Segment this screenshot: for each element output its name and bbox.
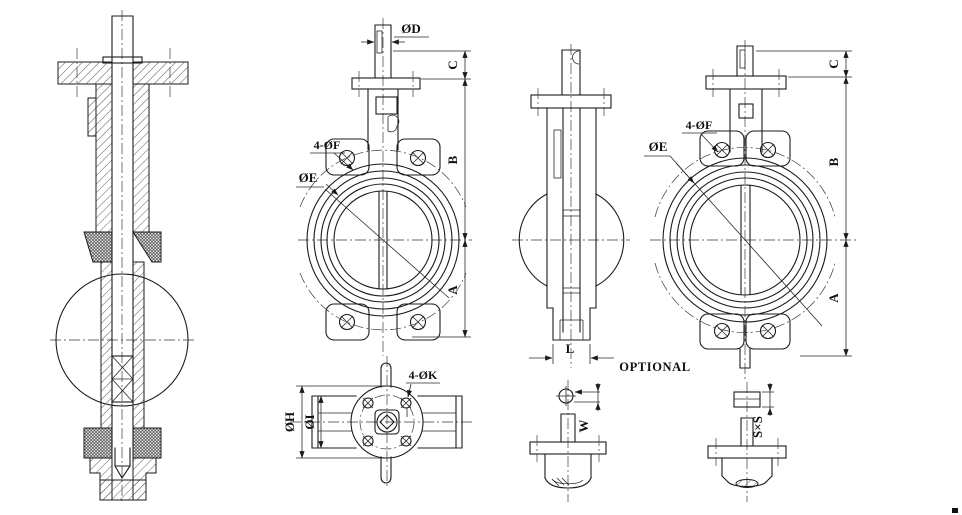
body-circles <box>306 163 460 317</box>
bolt-callout-k: 4-ØK <box>406 368 440 417</box>
bolt-callout: 4-ØF <box>310 138 354 171</box>
dimension-w: W <box>574 383 601 433</box>
page-corner-dot <box>952 508 958 513</box>
bolt-lugs <box>654 130 836 350</box>
front-view-small: ØD <box>296 18 472 356</box>
dimension-d: ØD <box>361 21 429 46</box>
stem-detail-ss: S×S <box>707 382 787 502</box>
dimension-i: ØI <box>302 395 324 449</box>
dimension-h: ØH <box>282 385 387 459</box>
top-flange <box>705 69 787 97</box>
hub <box>721 457 773 488</box>
label-dim-a: A <box>445 285 460 295</box>
stem-bearing <box>111 355 134 403</box>
flange <box>707 438 787 466</box>
label-dim-c: C <box>826 59 841 68</box>
label-optional: OPTIONAL <box>619 360 690 374</box>
top-flange <box>57 48 189 98</box>
label-dia-i: ØI <box>302 414 317 429</box>
front-view-large: ØE 4-ØF C B A OPTIONAL <box>619 40 856 380</box>
bolt-lugs <box>299 138 467 341</box>
label-dim-a: A <box>826 293 841 303</box>
top-flange <box>351 71 421 97</box>
stem-ends <box>380 362 392 484</box>
dia-e-callout: ØE <box>644 139 823 327</box>
hub <box>544 453 592 489</box>
bottom-boss <box>546 307 597 341</box>
neck <box>367 88 400 151</box>
body <box>518 107 625 333</box>
label-dim-c: C <box>445 60 460 69</box>
label-dia-h: ØH <box>282 412 297 432</box>
label-four-dia-f: 4-ØF <box>314 138 341 152</box>
lower-packing <box>83 427 162 459</box>
label-four-dia-f: 4-ØF <box>686 118 713 132</box>
stem <box>740 417 754 447</box>
lower-neck <box>100 261 145 429</box>
label-dim-b: B <box>445 155 460 164</box>
dimension-chain: C B A <box>393 50 471 338</box>
neck <box>729 88 763 153</box>
label-dim-l: L <box>566 341 575 356</box>
square-end <box>733 391 761 408</box>
body-circles <box>662 157 828 369</box>
bolt-callout: 4-ØF <box>682 118 719 153</box>
disc <box>50 273 194 407</box>
stem-end-view <box>556 386 576 406</box>
stem <box>561 49 581 96</box>
stem <box>736 45 754 77</box>
label-four-dia-k: 4-ØK <box>409 368 438 382</box>
body-wings <box>311 395 463 449</box>
neck <box>87 83 150 233</box>
bottom-plug <box>89 457 157 501</box>
upper-packing <box>83 231 162 263</box>
flange <box>529 435 607 462</box>
plan-view: ØH ØI 4-ØK <box>282 356 474 488</box>
stem-detail-w: W <box>529 380 607 502</box>
dimension-l: L <box>529 341 614 364</box>
sectional-view <box>50 10 194 504</box>
label-dia-e: ØE <box>649 139 668 154</box>
actuator-plate <box>350 385 424 459</box>
label-dim-s: S×S <box>750 416 765 438</box>
label-dia-e: ØE <box>299 170 318 185</box>
side-view: L <box>512 44 630 368</box>
dimension-s: S×S <box>750 383 774 438</box>
dia-e-callout: ØE <box>296 170 450 299</box>
dimension-chain: C B A <box>756 50 852 357</box>
label-dia-d: ØD <box>401 21 421 36</box>
stem <box>560 413 576 443</box>
label-dim-w: W <box>576 420 591 433</box>
top-flange <box>530 88 612 116</box>
label-dim-b: B <box>826 157 841 166</box>
